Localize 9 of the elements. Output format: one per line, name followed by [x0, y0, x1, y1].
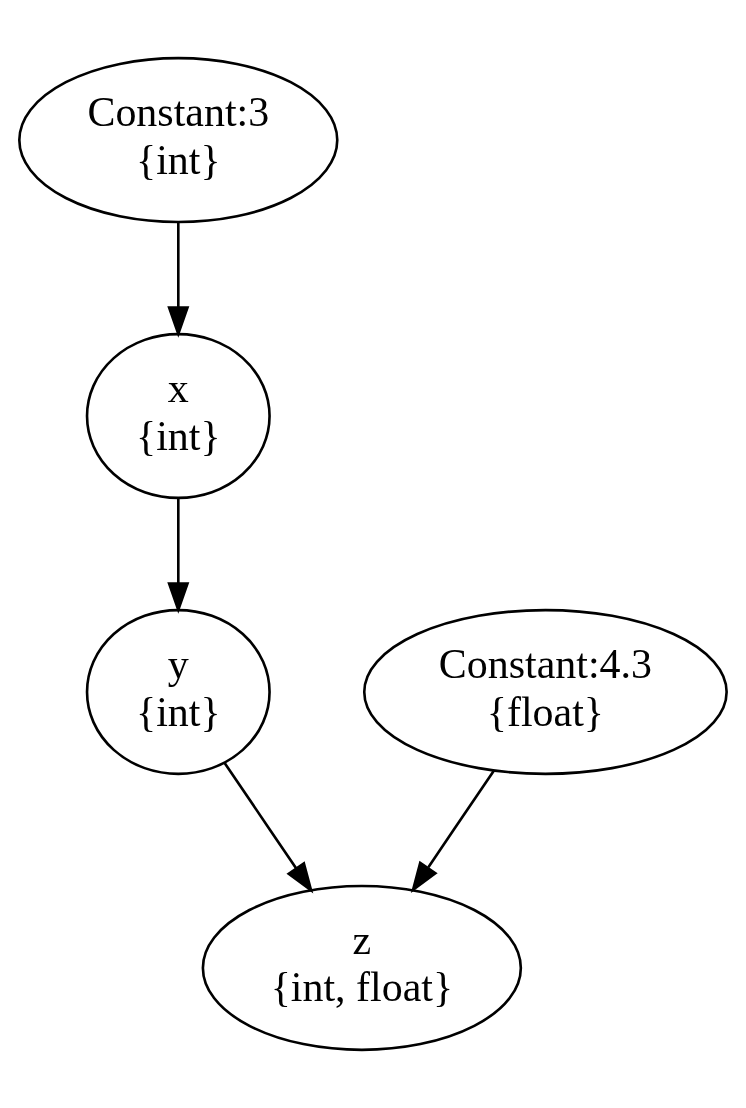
node-ellipse: Constant:3 {int} [18, 56, 339, 224]
arrow [167, 221, 190, 338]
node-ellipse: x {int} [85, 332, 271, 500]
node-ellipse: z {int, float} [201, 884, 523, 1052]
arrow [167, 497, 190, 614]
node-ellipse: Constant:4.3 {float} [362, 608, 728, 776]
node-ellipse: y {int} [85, 608, 271, 776]
arrow [223, 762, 314, 894]
arrow [410, 770, 495, 894]
